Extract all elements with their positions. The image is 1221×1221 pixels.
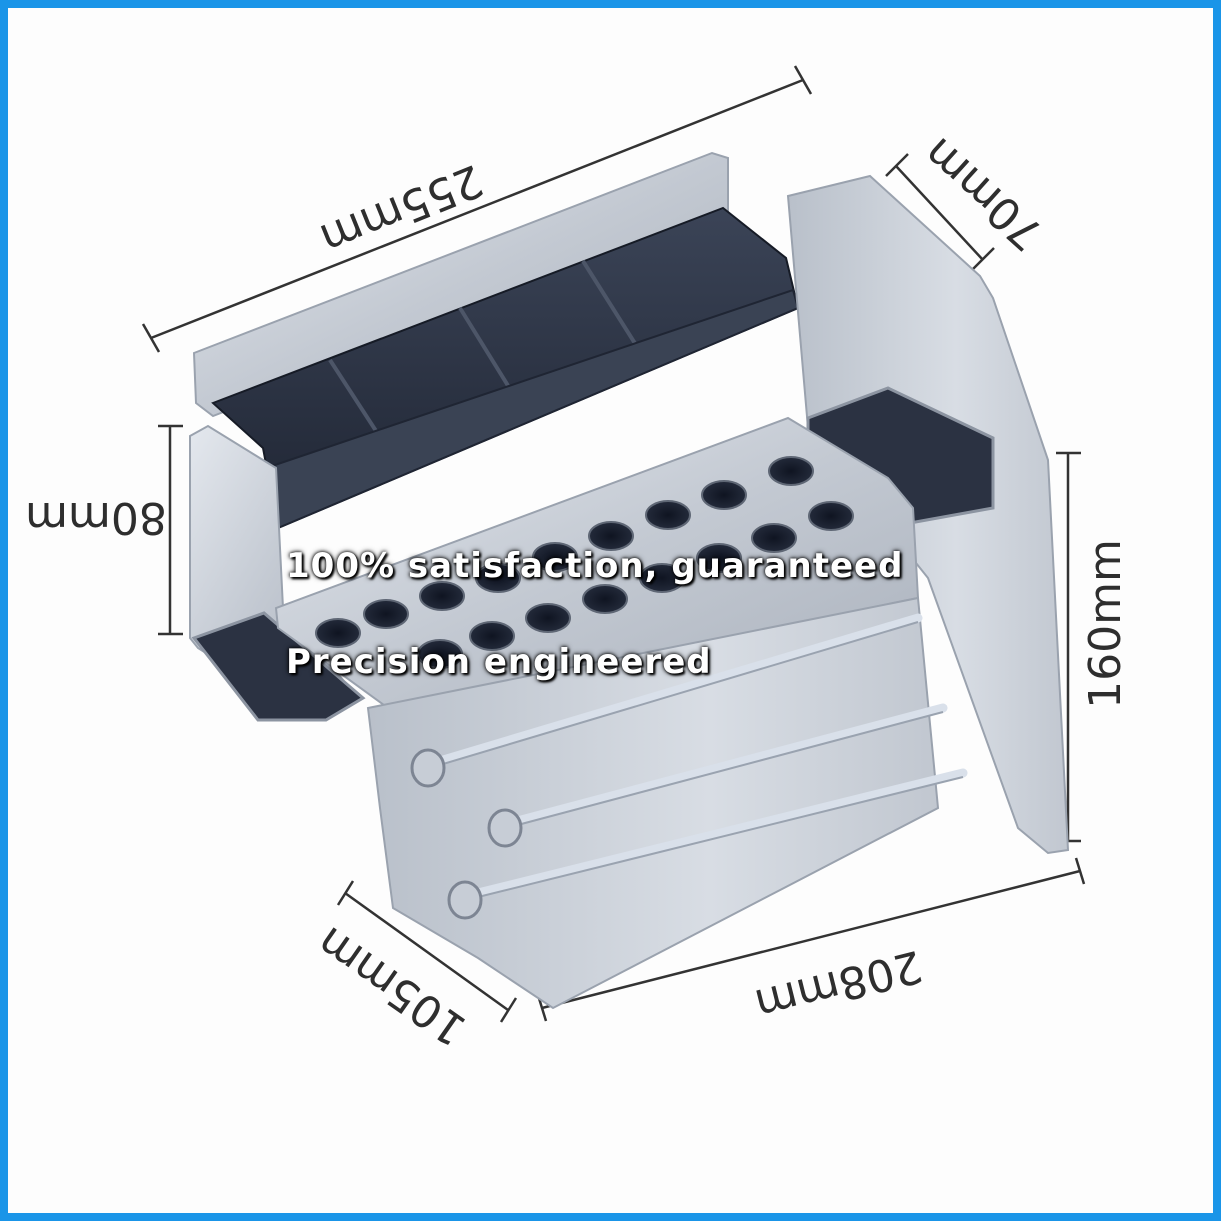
dimension-label-160mm: 160mm — [1080, 539, 1131, 709]
holder-body — [189, 151, 1070, 1010]
dimension-label-80mm: 80mm — [25, 492, 167, 543]
overlay-precision-text: Precision engineered — [286, 642, 712, 682]
dimension-80mm: 80mm — [25, 424, 183, 636]
overlay-guarantee-text: 100% satisfaction, guaranteed — [286, 546, 904, 586]
dimension-160mm: 160mm — [1056, 451, 1131, 843]
dimension-label-208mm: 208mm — [750, 940, 927, 1031]
product-illustration: 255mm 70mm 80mm 160mm 208mm 105mm — [25, 65, 1131, 1055]
